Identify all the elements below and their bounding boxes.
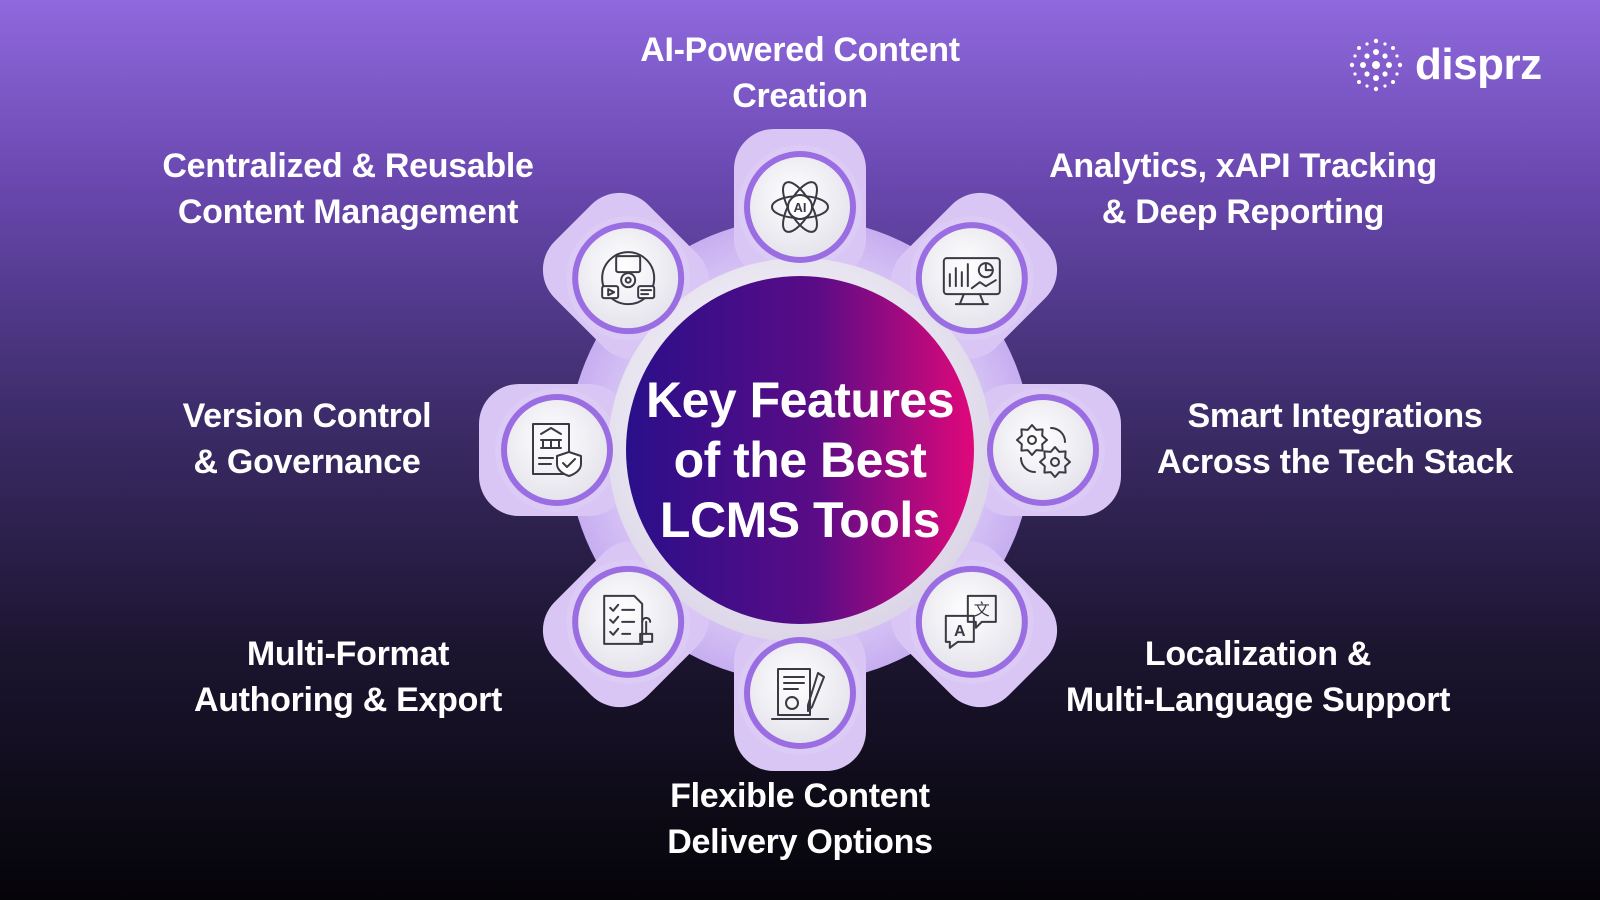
center-title-line-2: of the Best [673, 432, 927, 488]
feature-label-ai-line-2: Creation [732, 77, 868, 115]
feature-label-ai: AI-Powered Content Creation [640, 27, 960, 119]
logo-text: disprz [1415, 40, 1542, 89]
ai-atom-icon: AI [771, 181, 829, 233]
feature-node-analytics [915, 222, 1028, 335]
svg-text:A: A [954, 623, 966, 640]
feature-node-multiformat [572, 565, 685, 678]
feature-label-multiformat: Multi-Format Authoring & Export [194, 631, 502, 723]
feature-node-localization: 文A [915, 565, 1028, 678]
feature-node-ai: AI [744, 151, 856, 263]
center-title-line-3: LCMS Tools [659, 492, 941, 548]
disprz-logo: disprz [1345, 34, 1542, 96]
dot-cluster-logo-icon [1349, 38, 1403, 92]
feature-label-localization-line-2: Multi-Language Support [1065, 681, 1451, 719]
center-gradient-circle [626, 276, 974, 624]
feature-label-analytics-line-1: Analytics, xAPI Tracking [1049, 147, 1437, 185]
feature-label-analytics-line-2: & Deep Reporting [1101, 193, 1385, 231]
feature-node-integrations [987, 394, 1099, 506]
feature-label-centralized: Centralized & Reusable Content Managemen… [162, 143, 534, 235]
feature-label-localization: Localization & Multi-Language Support [1065, 631, 1451, 723]
feature-label-delivery-line-1: Flexible Content [670, 777, 930, 815]
svg-text:文: 文 [974, 600, 990, 619]
feature-label-centralized-line-2: Content Management [177, 193, 519, 231]
center-title: Key Features of the Best LCMS Tools [645, 370, 955, 550]
node-face [921, 228, 1022, 329]
feature-node-centralized [572, 222, 685, 335]
feature-node-delivery [744, 637, 856, 749]
feature-node-version [501, 394, 613, 506]
node-face [750, 643, 850, 743]
center-title-line-1: Key Features [645, 372, 955, 428]
feature-label-integrations-line-2: Across the Tech Stack [1157, 443, 1513, 481]
feature-label-delivery-line-2: Delivery Options [667, 823, 933, 861]
feature-label-version: Version Control & Governance [183, 393, 432, 485]
document-shield-icon [532, 423, 582, 477]
feature-label-ai-line-1: AI-Powered Content [640, 31, 960, 69]
svg-text:AI: AI [794, 200, 807, 215]
feature-label-multiformat-line-1: Multi-Format [246, 635, 450, 673]
feature-label-delivery: Flexible Content Delivery Options [667, 773, 933, 865]
feature-label-localization-line-1: Localization & [1144, 635, 1372, 673]
media-hub-icon [601, 251, 656, 306]
node-face [507, 400, 607, 500]
gears-integration-icon [1016, 424, 1071, 478]
feature-label-version-line-2: & Governance [193, 443, 421, 481]
feature-label-analytics: Analytics, xAPI Tracking & Deep Reportin… [1049, 143, 1437, 235]
feature-label-integrations-line-1: Smart Integrations [1187, 397, 1483, 435]
feature-label-multiformat-line-2: Authoring & Export [193, 681, 503, 719]
feature-label-version-line-1: Version Control [182, 397, 432, 435]
document-pen-icon [771, 668, 829, 720]
feature-label-centralized-line-1: Centralized & Reusable [162, 147, 534, 185]
feature-label-integrations: Smart Integrations Across the Tech Stack [1157, 393, 1513, 485]
checklist-stamp-icon [603, 594, 654, 645]
analytics-dashboard-icon [942, 257, 1001, 306]
translation-bubbles-icon: 文A [944, 594, 997, 649]
